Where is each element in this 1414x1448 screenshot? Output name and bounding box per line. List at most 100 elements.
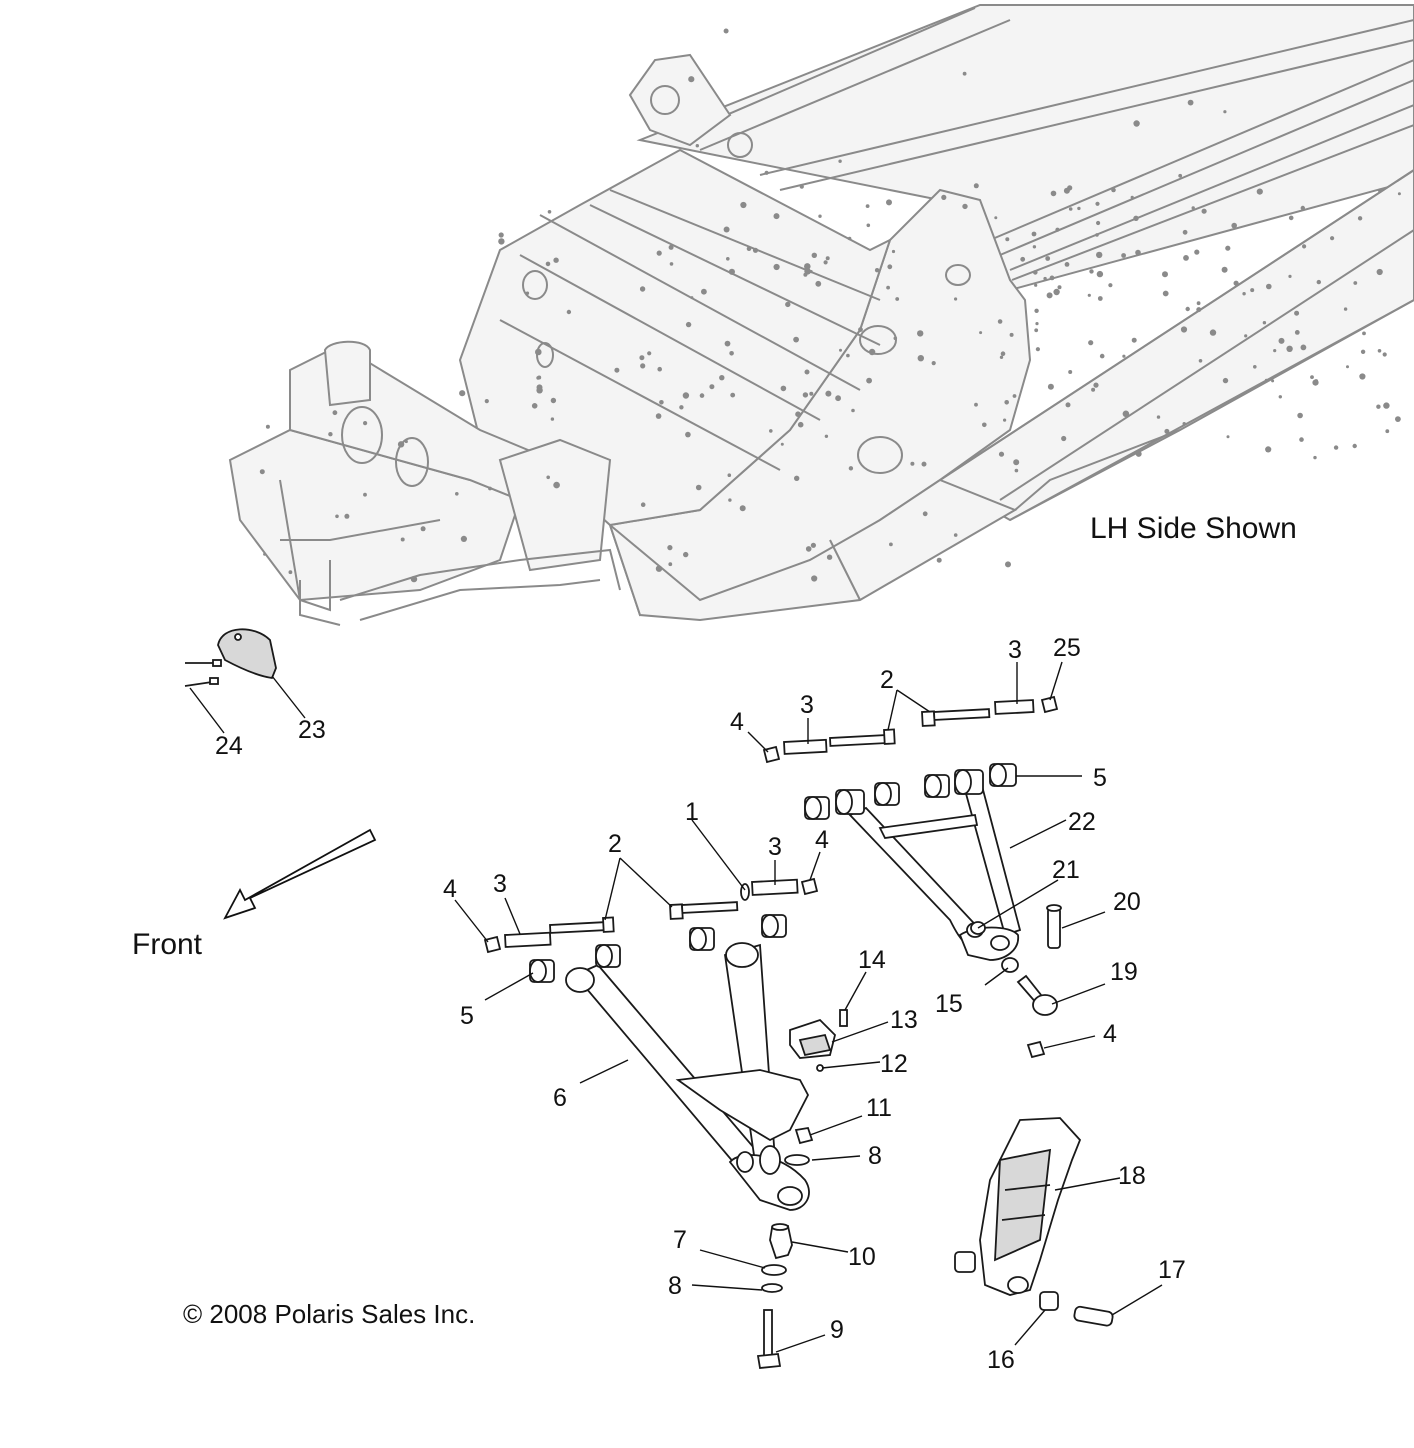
rivet-dot <box>1182 229 1188 235</box>
rivet-dot <box>941 194 947 200</box>
rivet-dot <box>1035 347 1040 352</box>
rivet-dot <box>1346 365 1349 369</box>
rivet-dot <box>874 268 880 273</box>
bushing-set-part-5-upper <box>804 763 1017 820</box>
rivet-dot <box>998 451 1005 457</box>
rivet-dot <box>797 421 804 428</box>
rivet-dot <box>525 291 530 295</box>
rivet-dot <box>1395 416 1401 422</box>
rivet-dot <box>1353 281 1358 285</box>
rivet-dot <box>1397 192 1401 196</box>
rivet-dot <box>728 268 736 275</box>
rivet-dot <box>746 246 752 251</box>
rivet-dot <box>1162 271 1168 278</box>
front-direction-arrow <box>223 828 377 920</box>
rivet-dot <box>1000 351 1006 357</box>
rivet-dot <box>1108 283 1113 288</box>
rivet-dot <box>858 327 863 332</box>
rivet-dot <box>889 542 893 547</box>
rivet-dot <box>1266 283 1272 290</box>
rivet-dot <box>1244 334 1248 338</box>
callout-3: 3 <box>768 833 782 861</box>
rivet-dot <box>723 226 730 233</box>
rivet-dot <box>866 223 871 228</box>
rivet-dot <box>1164 428 1170 434</box>
rivet-dot <box>1201 208 1207 214</box>
rivet-dot <box>679 405 684 410</box>
shock-mount-part-13 <box>789 1018 836 1059</box>
rivet-dot <box>547 210 552 214</box>
copyright-notice: © 2008 Polaris Sales Inc. <box>183 1299 475 1329</box>
rivet-dot <box>1121 253 1126 258</box>
rivet-dot <box>701 288 707 295</box>
chassis-frame <box>228 4 1414 626</box>
pin-part-20 <box>1046 904 1062 949</box>
rivet-dot <box>740 201 747 209</box>
callout-17: 17 <box>1158 1256 1186 1284</box>
rivet-dot <box>1135 249 1141 256</box>
rivet-dot <box>498 232 504 238</box>
rivet-dot <box>802 392 809 398</box>
nut-part-11 <box>794 1126 814 1145</box>
rivet-dot <box>667 545 673 551</box>
rivet-dot <box>895 297 900 301</box>
rivet-dot <box>1278 395 1283 399</box>
rivet-dot <box>785 301 791 308</box>
rivet-dot <box>794 475 800 481</box>
rivet-dot <box>973 183 979 189</box>
rivet-dot <box>685 321 692 328</box>
rivet-dot <box>815 280 822 287</box>
rivet-dot <box>1182 422 1186 426</box>
rivet-dot <box>1034 328 1039 333</box>
rivet-dot <box>1300 205 1306 211</box>
rivet-dot <box>1133 215 1139 221</box>
rivet-dot <box>1061 435 1067 442</box>
rivet-dot <box>1310 375 1314 379</box>
rivet-dot <box>1005 237 1010 242</box>
rivet-dot <box>838 159 842 163</box>
rivet-dot <box>1187 99 1194 106</box>
rivet-dot <box>847 236 852 241</box>
rivet-dot <box>688 76 695 83</box>
rivet-dot <box>1135 450 1142 457</box>
rivet-dot <box>726 257 730 261</box>
callout-5: 5 <box>460 1002 474 1030</box>
callout-3: 3 <box>1008 636 1022 664</box>
tie-rod-end-part-19 <box>1016 974 1058 1016</box>
callout-9: 9 <box>830 1316 844 1344</box>
callout-3: 3 <box>493 870 507 898</box>
rivet-dot <box>866 377 872 384</box>
upper-a-arm-part-22 <box>848 784 1022 961</box>
rivet-dot <box>803 272 808 277</box>
rivet-dot <box>1223 110 1227 114</box>
rivet-dot <box>997 319 1003 324</box>
rivet-dot <box>1178 173 1183 178</box>
rivet-dot <box>1091 387 1096 392</box>
nut-part-4-lower <box>1026 1040 1046 1059</box>
rivet-dot <box>1300 344 1307 351</box>
rivet-dot <box>1233 280 1239 286</box>
rivet-dot <box>546 475 550 480</box>
rivet-dot <box>668 244 674 250</box>
rivet-dot <box>1383 402 1390 409</box>
rivet-dot <box>1065 402 1071 408</box>
rivet-dot <box>936 557 942 563</box>
rivet-dot <box>825 256 830 261</box>
rivet-dot <box>1191 206 1195 210</box>
rivet-dot <box>1359 373 1366 380</box>
callout-8: 8 <box>868 1142 882 1170</box>
rivet-dot <box>363 492 367 497</box>
screw-part-14 <box>839 1009 848 1027</box>
rivet-dot <box>825 390 832 397</box>
rivet-dot <box>537 375 542 380</box>
rivet-dot <box>1162 290 1169 297</box>
upper-left-hardware <box>762 728 896 764</box>
rivet-dot <box>773 213 780 220</box>
callout-4: 4 <box>815 826 829 854</box>
rivet-dot <box>1013 459 1020 466</box>
callout-7: 7 <box>673 1226 687 1254</box>
rivet-dot <box>1111 187 1116 193</box>
rivet-dot <box>835 395 841 402</box>
lower-a-arm-part-6 <box>565 942 810 1211</box>
rivet-dot <box>809 391 814 396</box>
